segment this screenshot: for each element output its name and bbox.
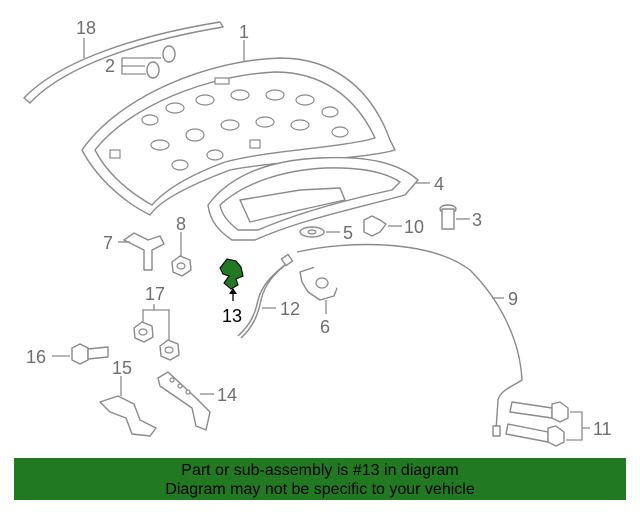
callout-13: 13 (222, 306, 242, 326)
callout-14: 14 (217, 385, 237, 405)
part-17-nuts[interactable] (133, 304, 180, 361)
callout-10: 10 (404, 217, 424, 237)
part-16-bolt[interactable] (52, 343, 109, 365)
part-11-bolts[interactable] (505, 401, 590, 447)
callout-7: 7 (103, 233, 113, 253)
callout-12: 12 (280, 299, 300, 319)
callout-17: 17 (145, 284, 165, 304)
parts-diagram: 18 2 1 4 3 10 5 7 8 12 9 6 13 17 16 15 1… (23, 18, 612, 447)
callout-11: 11 (593, 419, 612, 439)
banner-line-1: Part or sub-assembly is #13 in diagram (181, 462, 459, 479)
part-3-push-pin[interactable] (439, 204, 470, 230)
callout-6: 6 (320, 317, 330, 337)
part-12-cable[interactable] (237, 253, 294, 339)
callout-5: 5 (343, 223, 353, 243)
callout-18: 18 (76, 18, 96, 38)
part-4-hood-liner[interactable] (207, 156, 430, 241)
part-10-clip[interactable] (363, 215, 402, 237)
part-5-washer[interactable] (299, 226, 340, 238)
part-1-hood[interactable] (81, 40, 396, 216)
banner-line-2: Diagram may not be specific to your vehi… (165, 481, 475, 498)
info-banner: Part or sub-assembly is #13 in diagram D… (14, 458, 626, 500)
callout-1: 1 (239, 22, 249, 42)
part-9-cable[interactable] (296, 243, 523, 437)
part-14-plate[interactable] (157, 371, 214, 431)
callout-2: 2 (105, 56, 115, 76)
callout-15: 15 (112, 358, 132, 378)
part-13-clip[interactable] (219, 258, 244, 301)
part-2-bumpers[interactable] (121, 45, 176, 79)
callout-16: 16 (26, 347, 46, 367)
callout-9: 9 (508, 289, 518, 309)
part-7-bracket[interactable] (118, 232, 165, 271)
part-18-weatherstrip[interactable] (23, 21, 224, 104)
part-15-bracket[interactable] (99, 376, 157, 437)
callout-4: 4 (434, 174, 444, 194)
callout-8: 8 (176, 214, 186, 234)
part-8-nut[interactable] (171, 232, 192, 277)
callout-3: 3 (472, 210, 482, 230)
